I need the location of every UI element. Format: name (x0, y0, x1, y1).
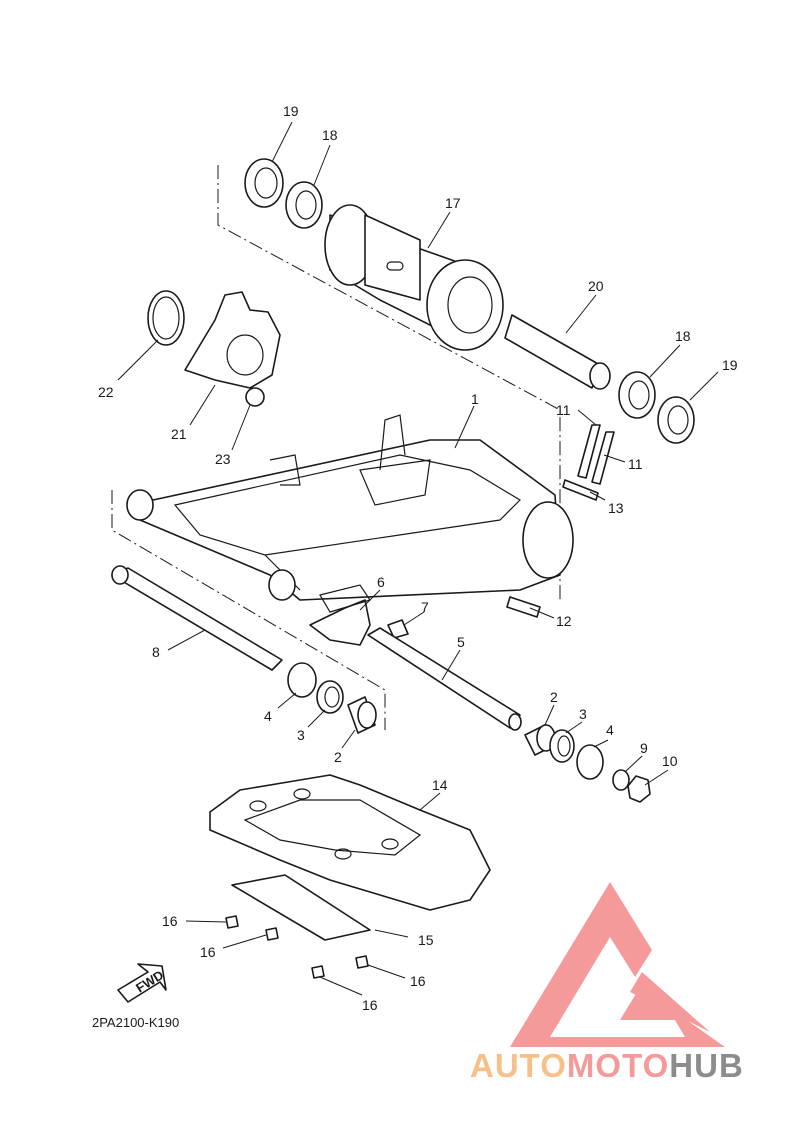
callout-11-top: 11 (556, 402, 571, 418)
callout-2-left: 2 (334, 749, 342, 765)
callout-15: 15 (418, 932, 434, 948)
part-19-oil-seal-top (244, 158, 284, 208)
part-18-bearing-top (285, 181, 323, 229)
callout-20: 20 (588, 278, 604, 294)
callout-11-bottom: 11 (628, 456, 643, 472)
brand-hub: HUB (669, 1047, 744, 1084)
part-15-plate (231, 874, 371, 941)
part-7-bolt (387, 619, 409, 639)
part-16-bolts (225, 915, 369, 979)
part-18-bearing-right (618, 371, 656, 419)
fwd-arrow: FWD (117, 963, 167, 1003)
callout-4-right: 4 (606, 722, 614, 738)
part-9-washer (612, 769, 630, 791)
part-23-collar (245, 387, 265, 407)
callout-18-right: 18 (675, 328, 691, 344)
part-3-seal-right (549, 729, 575, 763)
part-1-rear-arm (126, 414, 574, 601)
callout-numbers: 19 18 17 20 18 19 22 21 23 1 11 11 13 12… (98, 103, 738, 1013)
callout-7: 7 (421, 599, 429, 615)
callout-13: 13 (608, 500, 624, 516)
callout-14: 14 (432, 777, 448, 793)
part-2-bearing-left (347, 696, 377, 734)
callout-8: 8 (152, 644, 160, 660)
callout-17: 17 (445, 195, 461, 211)
callout-16-c: 16 (410, 973, 426, 989)
callout-16-a: 16 (162, 913, 178, 929)
assembly-centerlines (111, 165, 561, 730)
part-22-circlip (147, 290, 185, 346)
callout-19-top: 19 (283, 103, 299, 119)
callout-6: 6 (377, 574, 385, 590)
callout-10: 10 (662, 753, 678, 769)
automotohub-logo (510, 882, 725, 1047)
part-13-plate (562, 479, 599, 501)
part-12-nut-plate (506, 596, 541, 618)
callout-3-left: 3 (297, 727, 305, 743)
diagram-code: 2PA2100-K190 (92, 1015, 179, 1030)
part-20-collar (504, 314, 611, 390)
callout-5: 5 (457, 634, 465, 650)
callout-21: 21 (171, 426, 187, 442)
leader-lines (117, 121, 719, 996)
callout-22: 22 (98, 384, 114, 400)
part-4-washer-right (576, 744, 604, 780)
part-17-axle-hub (324, 204, 504, 351)
part-8-pivot-shaft (111, 565, 283, 671)
part-3-seal-left (316, 680, 344, 714)
part-11-bolts (577, 424, 615, 485)
part-4-washer-left (287, 662, 317, 698)
part-21-bracket-plate (184, 291, 281, 389)
callout-18-top: 18 (322, 127, 338, 143)
brand-auto: AUTO (470, 1047, 567, 1084)
automotohub-wordmark: AUTOMOTOHUB (470, 1047, 744, 1085)
callout-2-right: 2 (550, 689, 558, 705)
callout-23: 23 (215, 451, 231, 467)
part-5-shaft (367, 627, 522, 731)
callout-3-right: 3 (579, 706, 587, 722)
callout-4-left: 4 (264, 708, 272, 724)
callout-19-right: 19 (722, 357, 738, 373)
callout-9: 9 (640, 740, 648, 756)
part-14-guard (209, 774, 491, 911)
callout-16-b: 16 (200, 944, 216, 960)
brand-moto: MOTO (566, 1047, 670, 1084)
part-10-nut (627, 775, 651, 803)
callout-12: 12 (556, 613, 572, 629)
callout-16-d: 16 (362, 997, 378, 1013)
callout-1: 1 (471, 391, 479, 407)
part-19-oil-seal-right (657, 396, 695, 444)
